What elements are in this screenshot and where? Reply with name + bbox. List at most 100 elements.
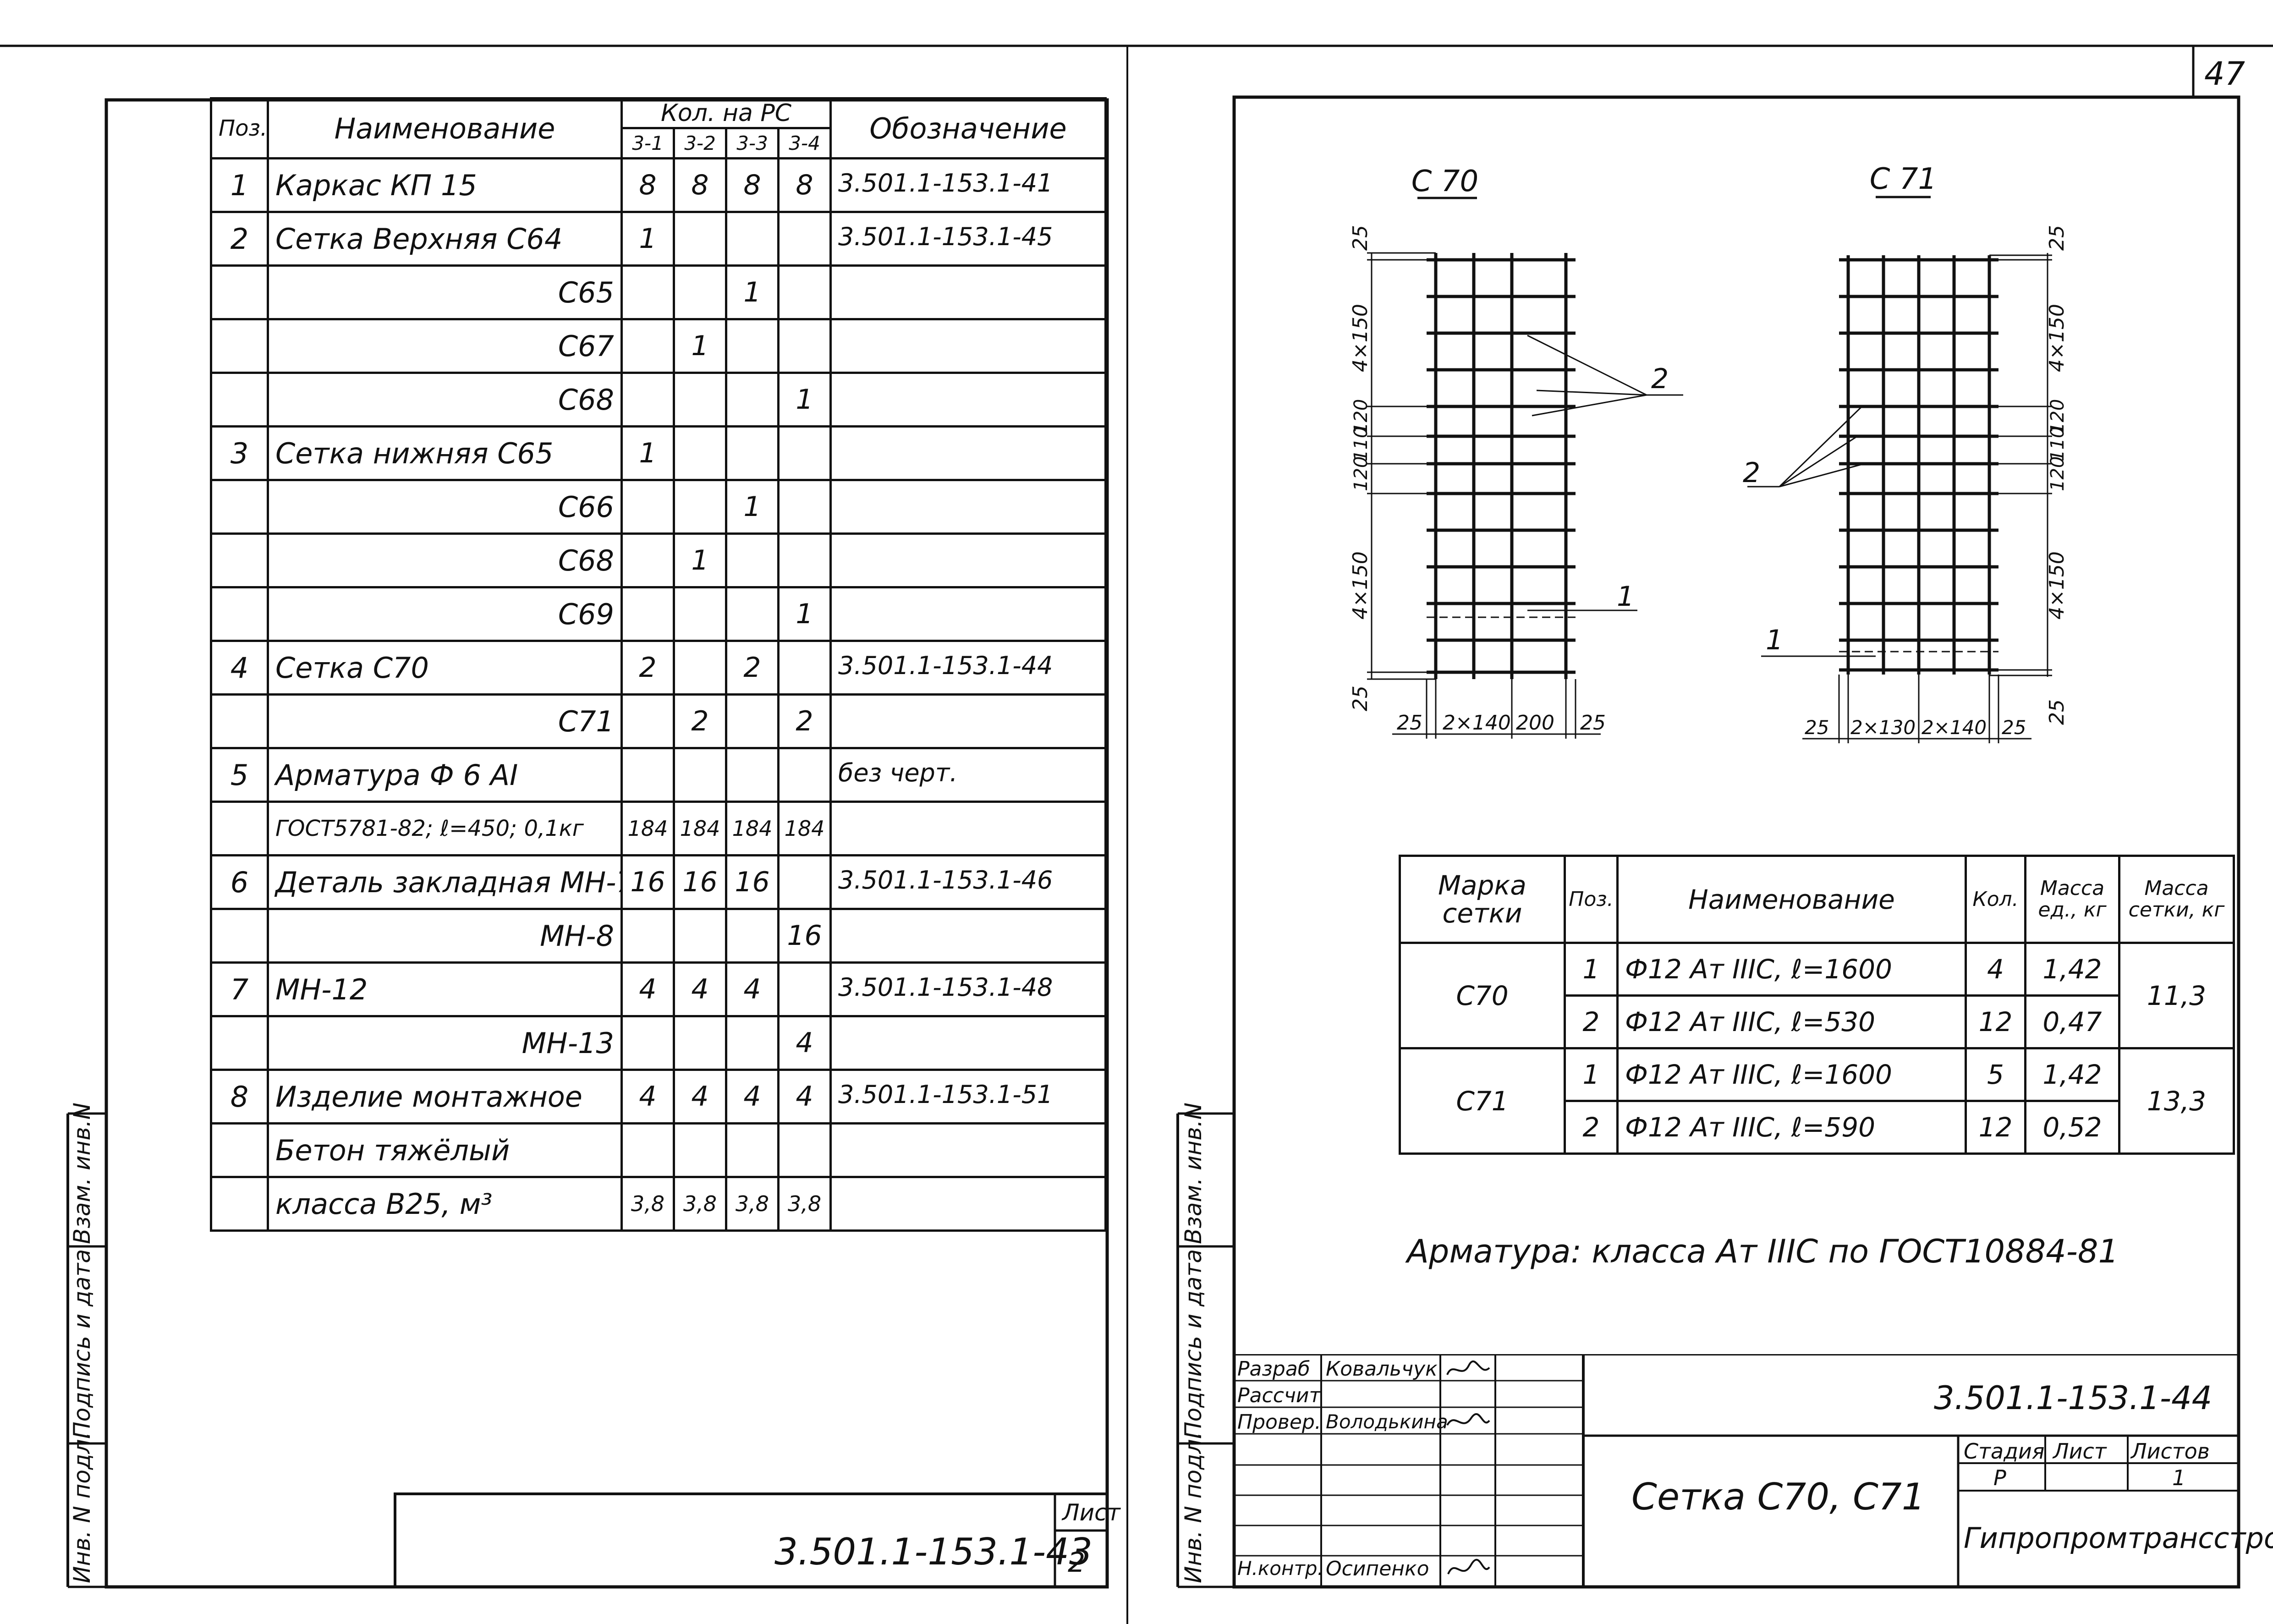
spec-cell-name: Сетка Верхняя С64: [267, 211, 623, 267]
mesh-c70-title: С 70: [1411, 165, 1478, 198]
spec-cell-name: С68: [267, 372, 623, 428]
spec-cell-name: Бетон тяжёлый: [267, 1122, 623, 1178]
spec-cell-qty: 184: [673, 801, 727, 856]
spec-cell-qty: 4: [777, 1015, 832, 1071]
spec-cell-qty: 4: [725, 961, 780, 1017]
spec-cell-qty: 4: [673, 1069, 727, 1125]
spec-header-name: Наименование: [267, 97, 623, 159]
c70-dim-left-3: 110: [1351, 427, 1372, 461]
tb-name-norm-control: Осипенко: [1326, 1557, 1429, 1580]
specification-table: Поз. Наименование Кол. на РС Обозначение…: [210, 97, 1107, 1232]
spec-row: Бетон тяжёлый: [210, 1122, 1107, 1178]
spec-cell-name: МН-13: [267, 1015, 623, 1071]
spec-row: МН-13 4: [210, 1015, 1107, 1071]
spec-cell-qty: 1: [725, 479, 780, 535]
spec-cell-qty: [725, 693, 780, 749]
spec-cell-pos: 6: [210, 854, 269, 910]
spec-cell-qty: [777, 264, 832, 320]
spec-cell-qty: 4: [620, 1069, 675, 1125]
mass-total-c71: 13,3: [2118, 1047, 2235, 1155]
spec-header-col-4: 3-4: [777, 127, 832, 159]
spec-cell-pos: [210, 532, 269, 588]
mass-total-c70: 11,3: [2118, 942, 2235, 1049]
c71-dim-bottom-0: 25: [1805, 716, 1829, 739]
spec-cell-qty: [777, 747, 832, 803]
left-side-label-replaced: Взам. инв.N: [69, 1103, 95, 1244]
c70-dim-bottom-3: 25: [1580, 711, 1606, 735]
spec-cell-qty: 16: [673, 854, 727, 910]
spec-cell-designation: [829, 908, 1107, 964]
spec-cell-qty: [777, 854, 832, 910]
spec-cell-qty: [725, 425, 780, 481]
spec-cell-designation: 3.501.1-153.1-45: [829, 211, 1107, 267]
spec-cell-name: С65: [267, 264, 623, 320]
c71-dim-right-3: 110: [2047, 427, 2068, 461]
c71-dim-right-6: 25: [2045, 699, 2069, 725]
reinforcement-note: Арматура: класса Ат IIIС по ГОСТ10884-81: [1407, 1233, 2119, 1270]
spec-cell-pos: [210, 801, 269, 856]
spec-cell-pos: 2: [210, 211, 269, 267]
tb-organization: Гипропромтрансстрой: [1964, 1521, 2273, 1555]
spec-cell-designation: [829, 1122, 1107, 1178]
mass-row-pos: 2: [1564, 994, 1619, 1049]
c71-dim-right-2: 120: [2047, 399, 2068, 434]
left-stamp-code: 3.501.1-153.1-43: [774, 1531, 1093, 1573]
mass-table: Марка сетки Поз. Наименование Кол. Масса…: [1399, 855, 2235, 1155]
tb-sheets-label: Листов: [2131, 1439, 2210, 1464]
spec-cell-pos: [210, 264, 269, 320]
tb-role-calculated: Рассчит: [1237, 1384, 1321, 1407]
spec-cell-qty: [725, 532, 780, 588]
left-stamp-sheet-label: Лист: [1062, 1499, 1120, 1526]
mass-header-unit-mass: Масса ед., кг: [2024, 855, 2120, 944]
c71-dim-right-1: 4×150: [2045, 304, 2069, 372]
spec-cell-qty: [725, 1122, 780, 1178]
spec-cell-qty: [777, 961, 832, 1017]
spec-cell-qty: [620, 479, 675, 535]
mass-row-unit-mass: 1,42: [2024, 1047, 2120, 1102]
mass-header-pos: Поз.: [1564, 855, 1619, 944]
spec-cell-qty: 4: [673, 961, 727, 1017]
tb-doc-code: 3.501.1-153.1-44: [1934, 1379, 2213, 1417]
spec-cell-qty: [725, 211, 780, 267]
spec-cell-qty: 1: [620, 211, 675, 267]
spec-cell-qty: [673, 1015, 727, 1071]
spec-cell-qty: 3,8: [620, 1176, 675, 1232]
spec-cell-designation: [829, 801, 1107, 856]
mass-row-unit-mass: 0,52: [2024, 1100, 2120, 1155]
c71-callout-1: 1: [1766, 624, 1783, 656]
right-side-label-replaced: Взам. инв.N: [1180, 1103, 1207, 1244]
spec-cell-qty: 3,8: [673, 1176, 727, 1232]
spec-cell-designation: [829, 479, 1107, 535]
mass-row-unit-mass: 0,47: [2024, 994, 2120, 1049]
spec-cell-designation: 3.501.1-153.1-44: [829, 640, 1107, 696]
spec-header-col-3: 3-3: [725, 127, 780, 159]
tb-stage-value: Р: [1993, 1465, 2006, 1490]
spec-cell-qty: 16: [725, 854, 780, 910]
spec-cell-qty: [725, 1015, 780, 1071]
spec-cell-pos: 1: [210, 157, 269, 213]
spec-cell-pos: [210, 479, 269, 535]
spec-cell-qty: [725, 586, 780, 642]
c70-dim-left-0: 25: [1349, 225, 1372, 251]
mass-row-name: Ф12 Ат IIIС, ℓ=590: [1616, 1100, 1967, 1155]
spec-cell-qty: [725, 747, 780, 803]
spec-cell-qty: [620, 1122, 675, 1178]
mesh-c71-drawing: С 71: [1743, 162, 2069, 743]
spec-cell-pos: [210, 1122, 269, 1178]
mass-row-pos: 1: [1564, 942, 1619, 997]
spec-cell-designation: 3.501.1-153.1-48: [829, 961, 1107, 1017]
c70-dim-left-5: 4×150: [1349, 551, 1372, 620]
spec-cell-qty: [777, 532, 832, 588]
spec-cell-name: С69: [267, 586, 623, 642]
spec-cell-qty: [673, 211, 727, 267]
